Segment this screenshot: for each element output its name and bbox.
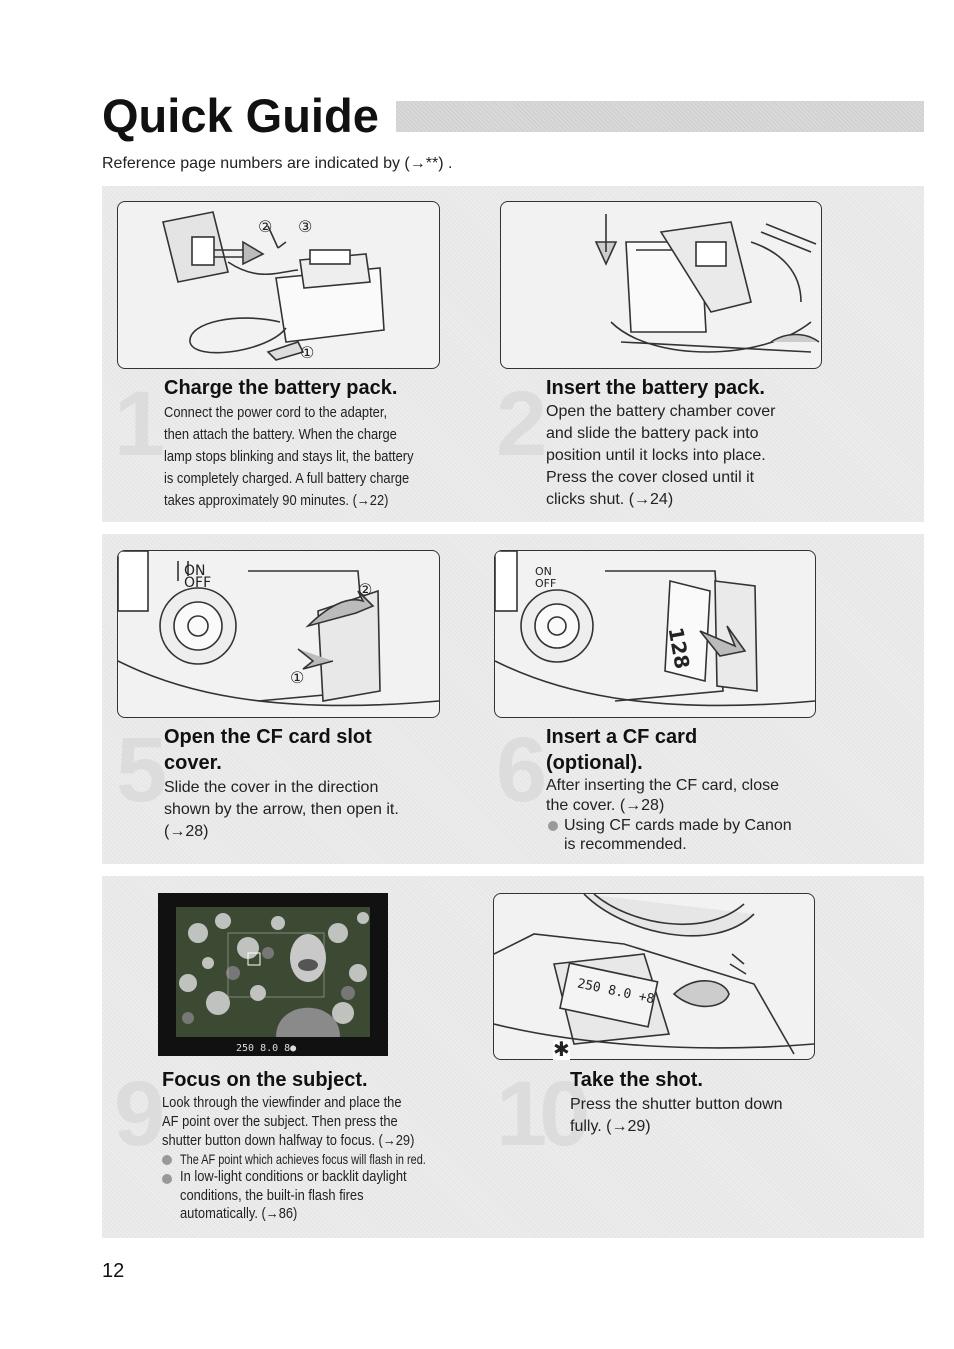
charger-step-3-label: ③ [298, 217, 312, 236]
step-1-number: 1 [114, 373, 166, 475]
cf-cover-step-2-label: ② [358, 580, 372, 599]
shutter-illustration: 250 8.0 +8 [493, 893, 815, 1060]
step-10-number: 10 [496, 1063, 590, 1165]
asterisk-mark: ✱ [553, 1039, 570, 1061]
bullet-dot [548, 821, 558, 831]
power-off-label-2: OFF [535, 577, 556, 590]
step-9-body: Look through the viewfinder and place th… [162, 1094, 415, 1149]
step-6-number: 6 [496, 719, 548, 821]
page-title: Quick Guide [102, 89, 379, 142]
step-2-number: 2 [496, 373, 548, 475]
battery-insert-illustration [500, 201, 822, 369]
step-1-body: Connect the power cord to the adapter,th… [164, 404, 414, 509]
viewfinder-photo: 250 8.0 8● [158, 893, 388, 1056]
power-on-label: ON [184, 563, 206, 579]
step-6-title: Insert a CF card(optional). [546, 726, 698, 774]
step-10-title: Take the shot. [570, 1069, 703, 1091]
step-1-title: Charge the battery pack. [164, 377, 398, 399]
viewfinder-readout: 250 8.0 8● [236, 1043, 296, 1054]
charger-step-1-label: ① [300, 343, 314, 362]
charger-illustration: ② ③ ① [117, 201, 440, 369]
bullet-dot [162, 1174, 172, 1184]
step-2-title: Insert the battery pack. [546, 377, 765, 399]
step-5-number: 5 [116, 719, 168, 821]
cf-cover-illustration: ON OFF ② ① [117, 550, 440, 718]
bullet-dot [162, 1155, 172, 1165]
title-decorative-bar [396, 101, 924, 132]
charger-step-2-label: ② [258, 217, 272, 236]
step-9-title: Focus on the subject. [162, 1069, 368, 1091]
reference-note: Reference page numbers are indicated by … [102, 155, 453, 172]
step-9-bullet-1: The AF point which achieves focus will f… [180, 1151, 426, 1167]
power-off-label: OFF [184, 575, 211, 591]
cf-insert-illustration: ON OFF 128 [494, 550, 816, 718]
step-9-bullet-2: In low-light conditions or backlit dayli… [180, 1168, 407, 1222]
cf-cover-step-1-label: ① [290, 668, 304, 687]
page-number: 12 [102, 1260, 125, 1282]
power-on-label-2: ON [535, 565, 552, 578]
step-9-number: 9 [114, 1063, 166, 1165]
